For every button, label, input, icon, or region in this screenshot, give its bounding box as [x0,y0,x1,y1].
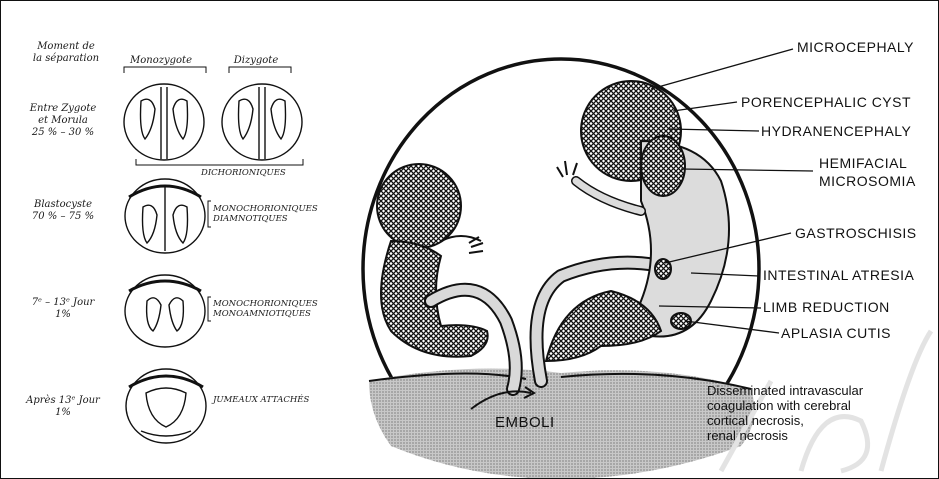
embryo-row-3 [125,275,205,347]
embryo-row-4 [126,369,206,443]
label-porencephalic-cyst: PORENCEPHALIC CYST [741,94,911,110]
embryo-row-2 [125,179,205,253]
dizygote-bracket [229,67,291,73]
monozygote-bracket [124,67,206,73]
dic-note: Disseminated intravascular coagulation w… [707,383,863,443]
label-hemifacial-microsomia: HEMIFACIAL MICROSOMIA [819,154,916,190]
label-microcephaly: MICROCEPHALY [797,39,914,55]
embryo-dizygote-row-1 [222,84,302,160]
bracket-row-3 [208,297,211,321]
label-emboli: EMBOLI [495,414,555,431]
label-hydranencephaly: HYDRANENCEPHALY [761,123,911,139]
label-limb-reduction: LIMB REDUCTION [763,299,890,315]
placenta [369,369,754,479]
label-aplasia-cutis: APLASIA CUTIS [781,325,891,341]
label-gastroschisis: GASTROSCHISIS [795,225,917,241]
label-intestinal-atresia: INTESTINAL ATRESIA [763,267,914,283]
bracket-row-2 [208,201,211,227]
embryo-monozygote-row-1 [124,84,204,160]
